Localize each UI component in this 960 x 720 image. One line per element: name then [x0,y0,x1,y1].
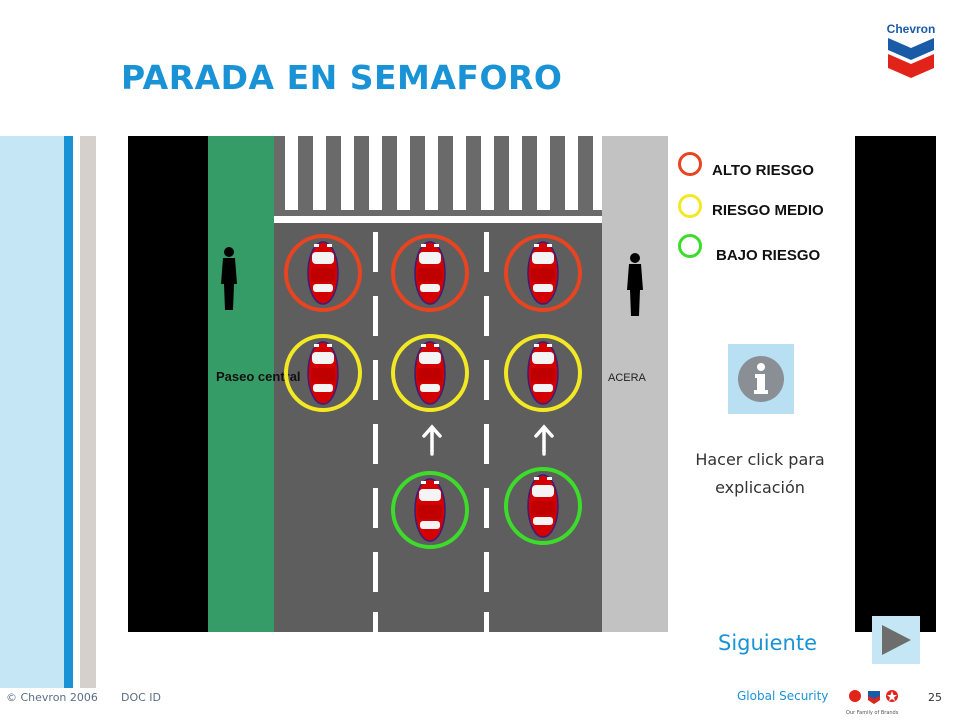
page-number: 25 [928,691,942,704]
car-medium-risk-lane-2 [391,334,469,412]
risk-legend: ALTO RIESGO RIESGO MEDIO BAJO RIESGO [676,150,856,270]
car-high-risk-lane-1 [284,234,362,312]
sidewalk [602,136,668,632]
family-of-brands-logo: Our Family of Brands [846,688,902,718]
high-risk-ring-icon [678,152,702,176]
car-high-risk-lane-3 [504,234,582,312]
next-button[interactable] [872,616,920,664]
info-text-line1: Hacer click para [695,450,825,469]
info-explanation-text: Hacer click para explicación [670,446,850,502]
left-blue-bar [64,136,73,688]
medium-risk-ring-icon [678,194,702,218]
page-title: PARADA EN SEMAFORO [121,58,563,97]
chevron-logo: Chevron [882,20,940,82]
right-black-area [855,136,936,632]
car-low-risk-lane-3 [504,467,582,545]
chevron-logo-text: Chevron [887,22,936,36]
family-brands-text: Our Family of Brands [846,710,899,716]
info-icon [738,356,784,402]
left-gray-bar [80,136,96,688]
legend-low-risk-label: BAJO RIESGO [716,247,821,264]
legend-medium-risk-label: RIESGO MEDIO [712,202,824,219]
footer-section: Global Security [737,689,829,703]
legend-high-risk-label: ALTO RIESGO [712,162,814,179]
car-low-risk-lane-2 [391,471,469,549]
footer-doc-id: DOC ID [121,691,162,704]
median-label: Paseo central [216,369,301,384]
left-black-area [128,136,208,632]
arrow-up-icon [422,424,442,456]
left-light-blue-bar [0,136,64,688]
next-link[interactable]: Siguiente [718,631,818,655]
car-high-risk-lane-2 [391,234,469,312]
play-arrow-icon [882,625,911,655]
low-risk-ring-icon [678,234,702,258]
info-button[interactable] [728,344,794,414]
car-medium-risk-lane-3 [504,334,582,412]
info-text-line2: explicación [715,478,805,497]
lane-markings [373,232,489,632]
footer-copyright: © Chevron 2006 [6,691,98,704]
crosswalk [274,136,602,223]
road-diagram: Paseo central ACERA [128,136,668,632]
arrow-up-icon [534,424,554,456]
car-medium-risk-lane-1 [284,334,362,412]
median-strip [208,136,274,632]
sidewalk-label: ACERA [608,372,647,384]
